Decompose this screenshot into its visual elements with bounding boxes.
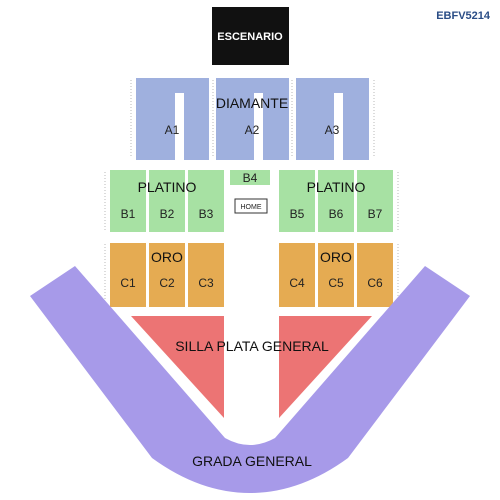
- section-label-c1: C1: [120, 276, 136, 290]
- section-a3[interactable]: [296, 78, 369, 160]
- section-b4[interactable]: [230, 170, 270, 185]
- zone-grada-general[interactable]: GRADA GENERAL: [30, 266, 470, 493]
- section-label-c4: C4: [289, 276, 305, 290]
- stage: ESCENARIO: [212, 7, 289, 65]
- zone-label-oro-left: ORO: [151, 249, 183, 265]
- zone-label-platino-right: PLATINO: [307, 179, 366, 195]
- section-label-b3: B3: [199, 207, 214, 221]
- zone-label-grada-general: GRADA GENERAL: [192, 453, 312, 469]
- zone-silla-plata-general[interactable]: SILLA PLATA GENERAL: [131, 316, 372, 418]
- section-label-b5: B5: [290, 207, 305, 221]
- diamante-dotted-edges: [130, 80, 375, 158]
- zone-diamante[interactable]: DIAMANTE A1 A2 A3: [136, 78, 369, 160]
- zone-oro-left[interactable]: ORO C1 C2 C3: [110, 243, 224, 307]
- section-a1[interactable]: [136, 78, 209, 160]
- section-label-b7: B7: [368, 207, 383, 221]
- zone-label-oro-right: ORO: [320, 249, 352, 265]
- section-label-a3: A3: [325, 123, 340, 137]
- zone-label-silla-plata: SILLA PLATA GENERAL: [175, 338, 329, 354]
- section-label-b4: B4: [243, 171, 258, 185]
- section-b2[interactable]: [149, 170, 185, 232]
- zone-label-platino-left: PLATINO: [138, 179, 197, 195]
- section-c4[interactable]: [279, 243, 315, 307]
- zone-oro-right[interactable]: ORO C4 C5 C6: [279, 243, 393, 307]
- section-label-c5: C5: [328, 276, 344, 290]
- zone-platino-center[interactable]: B4: [230, 170, 270, 185]
- section-label-b6: B6: [329, 207, 344, 221]
- section-label-a2: A2: [245, 123, 260, 137]
- silla-plata-right[interactable]: [279, 316, 372, 418]
- section-label-a1: A1: [165, 123, 180, 137]
- section-label-c2: C2: [159, 276, 175, 290]
- side-dotted-edges: [104, 172, 399, 306]
- section-b6[interactable]: [318, 170, 354, 232]
- section-c2[interactable]: [149, 243, 185, 307]
- home-marker: HOME: [234, 198, 268, 214]
- section-c1[interactable]: [110, 243, 146, 307]
- grada-general-band[interactable]: [30, 266, 470, 493]
- home-label: HOME: [241, 204, 262, 211]
- section-label-c6: C6: [367, 276, 383, 290]
- section-c6[interactable]: [357, 243, 393, 307]
- section-b3[interactable]: [188, 170, 224, 232]
- stage-label: ESCENARIO: [217, 31, 283, 43]
- zone-platino-left[interactable]: PLATINO B1 B2 B3: [110, 170, 224, 232]
- zone-label-diamante: DIAMANTE: [216, 95, 288, 111]
- silla-plata-left[interactable]: [131, 316, 224, 418]
- section-a2[interactable]: [216, 78, 289, 160]
- section-label-b1: B1: [121, 207, 136, 221]
- section-b7[interactable]: [357, 170, 393, 232]
- event-code: EBFV5214: [436, 10, 490, 22]
- section-label-b2: B2: [160, 207, 175, 221]
- zone-platino-right[interactable]: PLATINO B5 B6 B7: [279, 170, 393, 232]
- section-b5[interactable]: [279, 170, 315, 232]
- section-label-c3: C3: [198, 276, 214, 290]
- section-c5[interactable]: [318, 243, 354, 307]
- section-c3[interactable]: [188, 243, 224, 307]
- section-b1[interactable]: [110, 170, 146, 232]
